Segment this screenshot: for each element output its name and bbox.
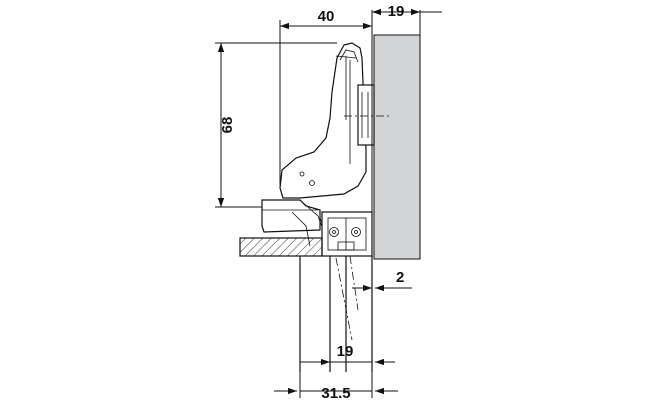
- shelf-panel: [239, 237, 323, 257]
- dimension-68-label: 68: [219, 117, 236, 134]
- dimension-19-top-label: 19: [388, 3, 405, 20]
- dimension-40: 40: [280, 8, 372, 30]
- dimension-40-label: 40: [318, 8, 335, 25]
- dimension-19-top: 19: [372, 3, 442, 20]
- dimension-19-bottom: 19: [300, 343, 395, 366]
- extension-lines: [215, 10, 421, 398]
- dimension-2-label: 2: [396, 269, 404, 286]
- dimension-31-5: 31.5: [274, 385, 398, 400]
- dimension-68: 68: [217, 43, 236, 207]
- cabinet-side-panel: [373, 34, 421, 260]
- dimension-19-bottom-label: 19: [337, 343, 354, 360]
- dimension-2: 2: [352, 269, 412, 292]
- dimension-31-5-label: 31.5: [321, 385, 350, 400]
- frame-profile: [321, 211, 373, 257]
- hinge-body: [279, 42, 390, 199]
